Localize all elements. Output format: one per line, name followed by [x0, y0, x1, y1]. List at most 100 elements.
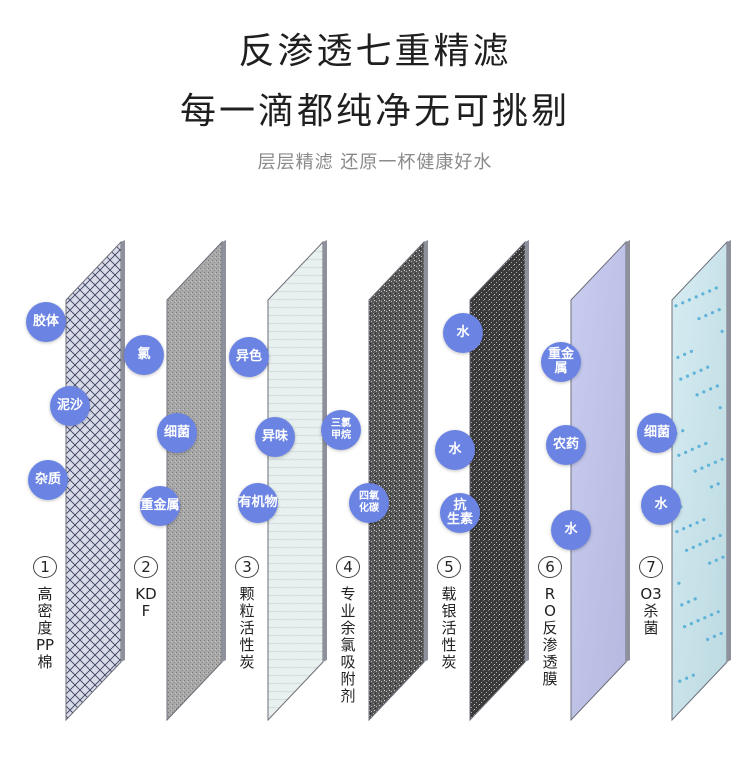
contaminant-bubble: 三氯 甲烷 [321, 410, 361, 450]
water-bubble-dot [683, 625, 687, 629]
contaminant-bubble: 杂质 [28, 460, 68, 500]
water-bubble-dot [680, 603, 684, 607]
layer-number-7: 7 [639, 556, 663, 578]
water-bubble-dot [674, 304, 678, 308]
contaminant-bubble: 细菌 [637, 413, 677, 453]
water-bubble-dot [716, 482, 720, 486]
water-bubble-dot [689, 622, 694, 626]
water-bubble-dot [685, 676, 689, 680]
layer-name-3: 颗粒活性炭 [239, 585, 255, 671]
filter-layer-edge [222, 240, 226, 662]
filter-layer-4 [368, 240, 425, 722]
contaminant-bubble: 四氧 化碳 [349, 483, 389, 523]
water-bubble-dot [703, 616, 707, 620]
water-bubble-dot [688, 524, 693, 528]
water-bubble-dot [720, 329, 724, 333]
water-bubble-dot [695, 393, 699, 397]
filter-layer-edge [525, 240, 529, 662]
water-bubble-dot [717, 308, 721, 312]
contaminant-bubble: 农药 [546, 425, 586, 465]
water-bubble-dot [720, 457, 724, 461]
filter-layer-edge [323, 240, 327, 662]
layer-name-6: RO反渗透膜 [542, 585, 558, 688]
contaminant-bubble: 胶体 [26, 302, 66, 342]
water-bubble-dot [715, 384, 719, 388]
water-bubble-dot [695, 521, 699, 525]
water-bubble-dot [700, 466, 704, 470]
water-bubble-dot [697, 444, 701, 448]
filter-layer-edge [121, 240, 125, 662]
water-bubble-dot [708, 561, 712, 565]
layer-number-2: 2 [134, 556, 158, 578]
filter-layer-3 [267, 240, 324, 722]
water-bubble-dot [718, 406, 722, 410]
water-bubble-dot [709, 485, 714, 489]
layer-number-4: 4 [336, 556, 360, 578]
water-bubble-dot [719, 631, 723, 636]
water-bubble-dot [691, 545, 695, 550]
water-bubble-dot [697, 317, 701, 321]
water-bubble-dot [702, 390, 706, 394]
contaminant-bubble: 水 [435, 430, 475, 470]
water-bubble-dot [694, 295, 698, 299]
layer-name-4: 专业余氯吸附剂 [340, 585, 356, 705]
water-bubble-dot [676, 355, 680, 359]
filter-layer-7 [671, 240, 728, 722]
water-bubble-dot [675, 530, 679, 534]
water-bubble-dot [702, 518, 706, 522]
contaminant-bubble: 水 [641, 485, 681, 525]
water-bubble-dot [685, 374, 690, 378]
contaminant-bubble: 水 [551, 510, 591, 550]
layer-number-6: 6 [538, 556, 562, 578]
filter-layer-2 [166, 240, 223, 722]
water-bubble-dot [693, 469, 697, 473]
water-bubble-dot [686, 600, 691, 604]
water-bubble-dot [709, 613, 714, 617]
water-bubble-dot [707, 463, 711, 467]
water-bubble-dot [691, 673, 695, 677]
water-bubble-dot [714, 558, 718, 562]
layer-name-1: 高密度PP棉 [35, 585, 55, 671]
water-bubble-dot [699, 368, 703, 372]
layer-name-2: KDF [135, 585, 157, 620]
water-bubble-dot [712, 634, 717, 639]
contaminant-bubble: 异色 [229, 337, 269, 377]
water-bubble-dot [706, 637, 710, 642]
headline-line-2: 每一滴都纯净无可挑剔 [179, 91, 570, 132]
contaminant-bubble: 细菌 [157, 413, 197, 453]
water-bubble-dot [701, 292, 705, 296]
water-bubble-dot [706, 365, 710, 369]
water-bubble-dot [704, 441, 708, 446]
water-bubble-dot [690, 447, 694, 451]
water-bubble-dot [705, 539, 709, 544]
water-bubble-dot [716, 610, 720, 614]
water-bubble-dot [677, 453, 681, 457]
headline-line-1: 反渗透七重精滤 [238, 31, 512, 72]
water-bubble-dot [710, 311, 715, 315]
contaminant-bubble: 抗 生素 [440, 493, 480, 533]
water-bubble-dot [682, 527, 686, 531]
filter-layer-6 [570, 240, 627, 722]
water-bubble-dot [709, 387, 713, 391]
contaminant-bubble: 水 [443, 313, 483, 353]
layer-number-5: 5 [437, 556, 461, 578]
water-bubble-dot [696, 619, 700, 623]
water-bubble-dot [679, 377, 683, 381]
water-bubble-dot [714, 286, 718, 290]
water-bubble-dot [687, 298, 692, 302]
water-bubble-dot [692, 371, 696, 375]
water-bubble-dot [681, 301, 685, 305]
water-bubble-dot [693, 597, 697, 601]
layer-number-1: 1 [33, 556, 57, 578]
water-bubble-dot [681, 429, 685, 433]
water-bubble-dot [689, 349, 694, 353]
water-bubble-dot [721, 555, 725, 559]
filter-layer-edge [626, 240, 630, 662]
filter-layer-edge [727, 240, 731, 662]
water-bubble-dot [677, 581, 681, 585]
filter-layer-5 [469, 240, 526, 722]
water-bubble-dot [711, 536, 716, 541]
layer-name-7: O3杀菌 [640, 585, 662, 637]
water-bubble-dot [718, 533, 722, 538]
